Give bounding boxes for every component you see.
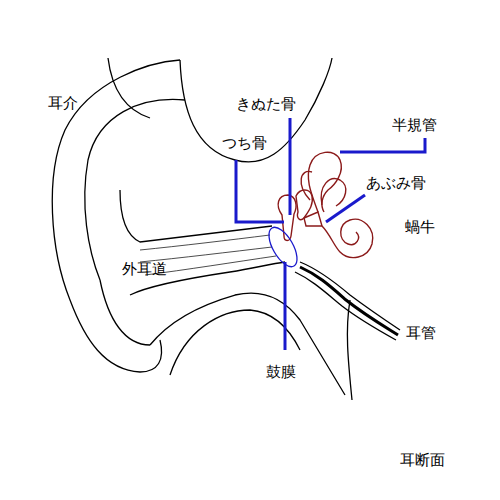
part-label: 耳管 <box>406 324 436 342</box>
stapes <box>304 212 322 226</box>
part-label: 外耳道 <box>122 260 167 278</box>
semicircular-canal <box>308 152 341 212</box>
skull-contour <box>180 58 332 162</box>
part-label: 鼓膜 <box>266 363 296 381</box>
leader-line <box>236 160 284 222</box>
jaw-contour <box>150 293 345 395</box>
eustachian-tube-upper <box>300 262 400 330</box>
part-label: あぶみ骨 <box>366 174 426 192</box>
leader-line <box>340 138 425 152</box>
part-label: きぬた骨 <box>236 95 296 113</box>
part-label: 耳介 <box>48 94 78 112</box>
eardrum <box>263 223 302 271</box>
canal-shading <box>140 235 270 250</box>
helix-inner <box>85 99 185 280</box>
inner-ear <box>278 152 373 257</box>
part-label: つち骨 <box>222 134 267 152</box>
skull-base <box>347 300 352 400</box>
malleus <box>278 195 296 241</box>
eustachian-tube-fill <box>300 267 398 335</box>
leader-lines <box>236 118 425 350</box>
part-label: 半規管 <box>392 116 437 134</box>
leader-line <box>326 195 365 222</box>
semicircular-canal <box>301 171 312 200</box>
caption: 耳断面 <box>400 451 445 469</box>
leader-line <box>284 262 287 350</box>
eustachian-tube-lower <box>295 272 396 340</box>
canal-upper-wall <box>120 190 272 242</box>
cochlea <box>322 219 373 257</box>
leader-line <box>289 118 292 215</box>
semicircular-canal <box>321 179 346 206</box>
part-label: 蝸牛 <box>405 218 435 236</box>
ear-outline <box>52 58 400 400</box>
